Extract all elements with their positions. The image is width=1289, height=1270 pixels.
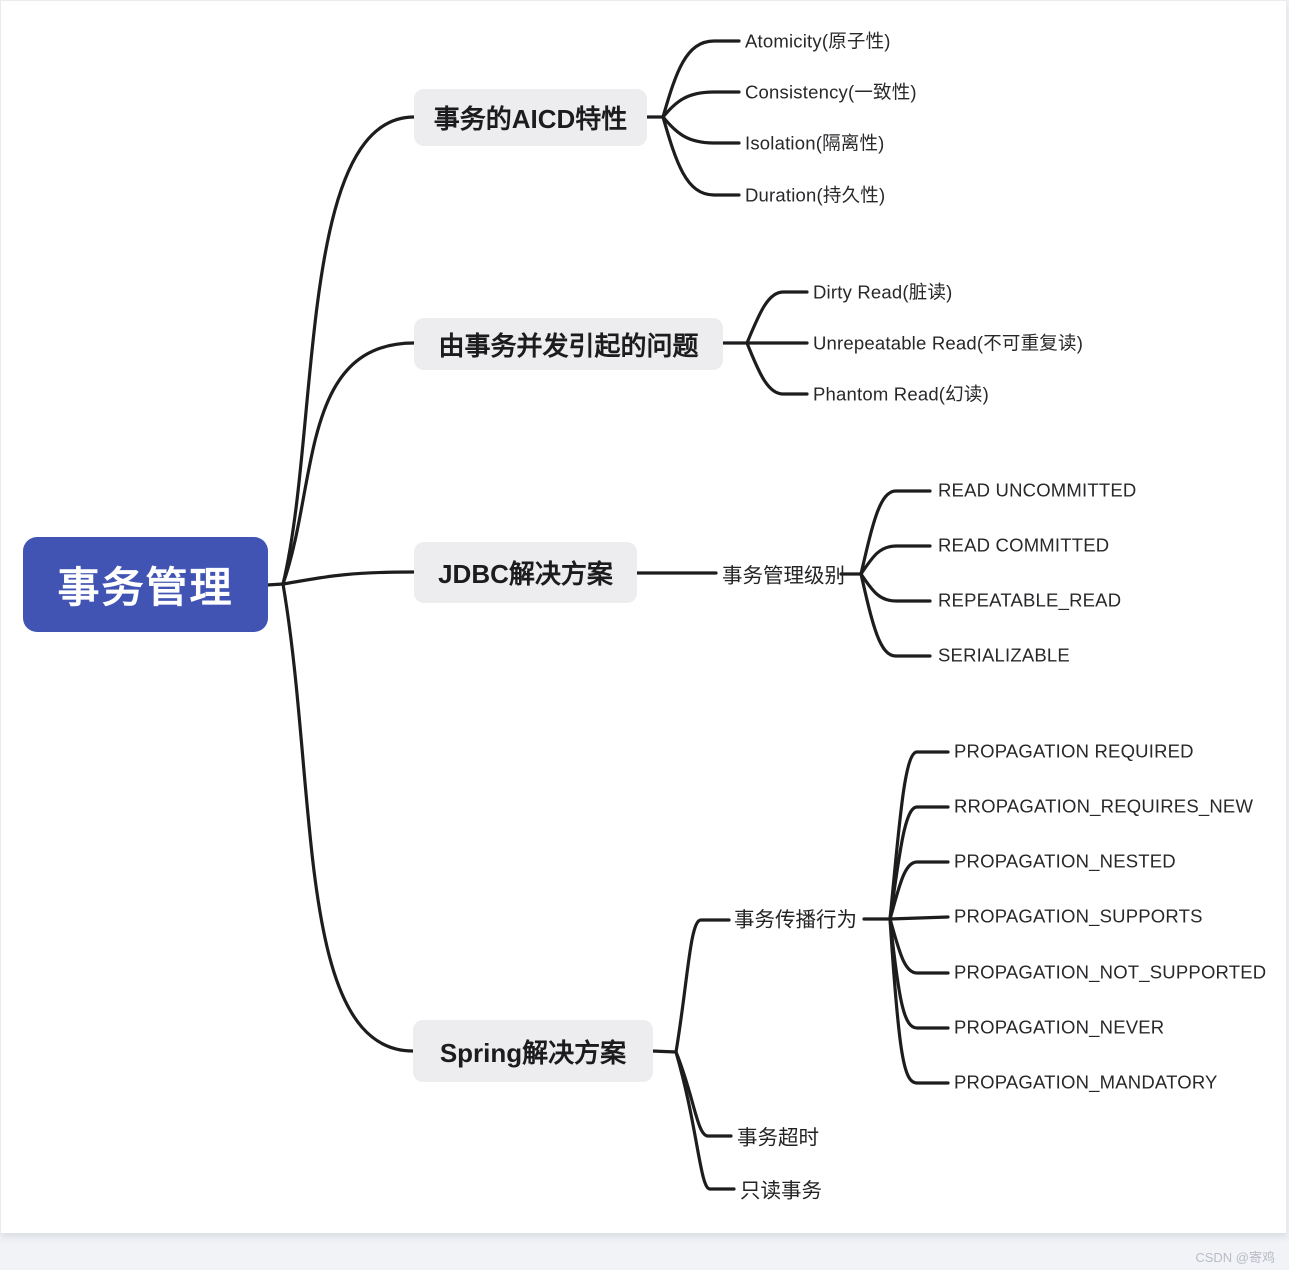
leaf-propagation-not-supported[interactable]: PROPAGATION_NOT_SUPPORTED	[954, 961, 1267, 983]
subtopic-readonly[interactable]: 只读事务	[740, 1179, 822, 1203]
leaf-phantom-read[interactable]: Phantom Read(幻读)	[813, 383, 989, 405]
leaf-propagation-supports[interactable]: PROPAGATION_SUPPORTS	[954, 905, 1203, 927]
leaf-serializable[interactable]: SERIALIZABLE	[938, 644, 1070, 666]
leaf-isolation[interactable]: Isolation(隔离性)	[745, 132, 885, 154]
branch-node-jdbc[interactable]: JDBC解决方案	[414, 542, 637, 603]
leaf-read-uncommitted[interactable]: READ UNCOMMITTED	[938, 479, 1137, 501]
leaf-propagation-mandatory[interactable]: PROPAGATION_MANDATORY	[954, 1071, 1218, 1093]
leaf-propagation-nested[interactable]: PROPAGATION_NESTED	[954, 850, 1176, 872]
spring-connectors	[650, 918, 736, 1191]
leaf-dirty-read[interactable]: Dirty Read(脏读)	[813, 281, 953, 303]
leaf-consistency[interactable]: Consistency(一致性)	[745, 81, 917, 103]
subtopic-timeout[interactable]: 事务超时	[737, 1126, 819, 1150]
leaf-atomicity[interactable]: Atomicity(原子性)	[745, 30, 891, 52]
subtopic-propagation[interactable]: 事务传播行为	[734, 908, 857, 932]
root-node[interactable]: 事务管理	[23, 537, 268, 632]
leaf-propagation-never[interactable]: PROPAGATION_NEVER	[954, 1016, 1165, 1038]
branch-node-concurrency-problems[interactable]: 由事务并发引起的问题	[414, 318, 723, 370]
leaf-duration[interactable]: Duration(持久性)	[745, 184, 886, 206]
branch-node-spring[interactable]: Spring解决方案	[413, 1020, 653, 1082]
leaf-propagation-required[interactable]: PROPAGATION REQUIRED	[954, 740, 1194, 762]
leaf-unrepeatable-read[interactable]: Unrepeatable Read(不可重复读)	[813, 332, 1084, 354]
acid-connectors	[644, 39, 741, 197]
branch-node-acid[interactable]: 事务的AICD特性	[414, 89, 647, 146]
watermark: CSDN @寄鸡	[1195, 1250, 1275, 1265]
leaf-propagation-requires-new[interactable]: RROPAGATION_REQUIRES_NEW	[954, 795, 1254, 817]
jdbc-connectors	[634, 489, 932, 658]
leaf-read-committed[interactable]: READ COMMITTED	[938, 534, 1110, 556]
root-connectors	[265, 115, 416, 1053]
subtopic-isolation-levels[interactable]: 事务管理级别	[722, 564, 845, 588]
propagation-connectors	[862, 750, 950, 1085]
concurrency-connectors	[720, 290, 809, 396]
leaf-repeatable-read[interactable]: REPEATABLE_READ	[938, 589, 1122, 611]
